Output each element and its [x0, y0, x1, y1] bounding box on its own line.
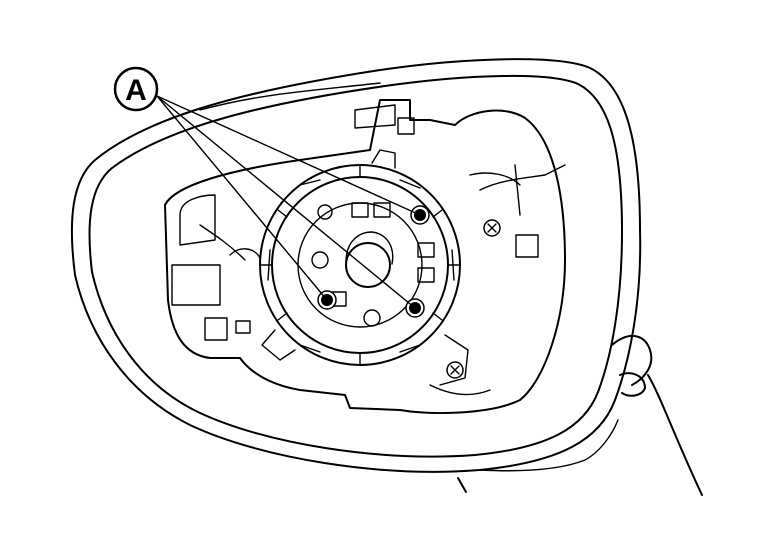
mounting-screw-other: [446, 361, 464, 379]
mirror-inner-cavity: [164, 99, 566, 414]
callout-leader-lines: [156, 95, 421, 309]
mirror-actuator: [259, 149, 469, 386]
mirror-base: [457, 335, 703, 496]
callout-bubble: A: [113, 66, 159, 112]
mirror-housing: [70, 58, 642, 473]
callout-label: A: [125, 74, 147, 107]
